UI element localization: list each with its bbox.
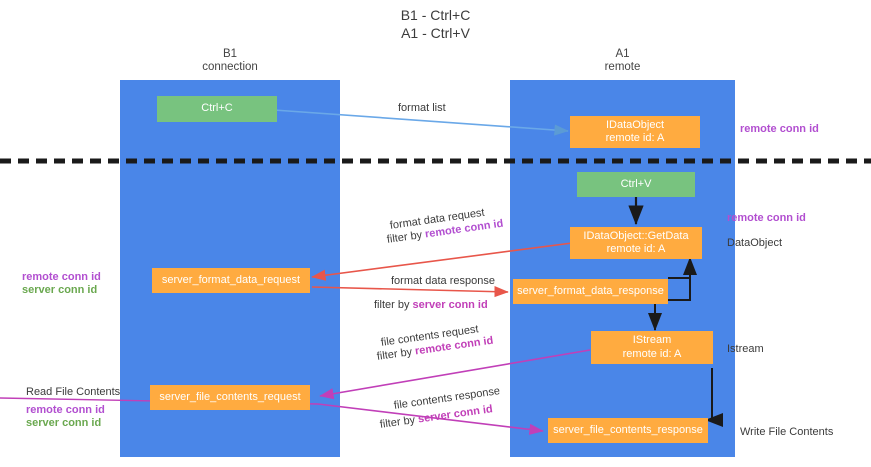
column-header-b1: B1 connection — [202, 48, 258, 73]
annotation-left-remote-conn-id-mid: remote conn id — [22, 271, 101, 283]
annotation-istream: Istream — [727, 343, 764, 355]
server-conn-id-1: server conn id — [412, 299, 488, 311]
edge-label-format-data-response: format data response — [391, 275, 495, 287]
node-ctrl-v[interactable]: Ctrl+V — [577, 172, 695, 197]
node-server-file-contents-request[interactable]: server_file_contents_request — [150, 385, 310, 410]
annotation-remote-conn-id-top: remote conn id — [740, 123, 819, 135]
node-server-format-data-request[interactable]: server_format_data_request — [152, 268, 310, 293]
annotation-left-remote-conn-id-bottom: remote conn id — [26, 404, 105, 416]
node-server-file-contents-response[interactable]: server_file_contents_response — [548, 418, 708, 443]
node-idataobject-line2: remote id: A — [605, 132, 665, 144]
annotation-dataobject: DataObject — [727, 237, 783, 249]
annotation-left-server-conn-id-bottom: server conn id — [26, 417, 102, 429]
node-server-format-data-request-label: server_format_data_request — [161, 273, 301, 286]
node-server-format-data-response[interactable]: server_format_data_response — [513, 279, 668, 304]
node-server-file-contents-request-label: server_file_contents_request — [159, 390, 301, 403]
edge-label-format-list: format list — [398, 102, 446, 114]
page-title: B1 - Ctrl+C A1 - Ctrl+V — [400, 7, 471, 41]
annotation-remote-conn-id-mid: remote conn id — [727, 212, 806, 224]
annotation-write-file-contents: Write File Contents — [740, 426, 834, 438]
node-ctrl-c[interactable]: Ctrl+C — [157, 96, 277, 122]
node-istream-line1: IStream — [632, 334, 672, 346]
column-header-a1: A1 remote — [604, 48, 641, 73]
node-idataobject-getdata[interactable]: IDataObject::GetData remote id: A — [570, 227, 702, 259]
node-istream[interactable]: IStream remote id: A — [591, 331, 713, 364]
node-getdata-line1: IDataObject::GetData — [583, 229, 689, 242]
node-server-format-data-response-label: server_format_data_response — [517, 284, 664, 297]
node-getdata-line2: remote id: A — [606, 243, 666, 255]
node-idataobject[interactable]: IDataObject remote id: A — [570, 116, 700, 148]
filter-by-text-3: filter by — [376, 345, 416, 363]
node-istream-line2: remote id: A — [622, 347, 682, 360]
annotation-read-file-contents: Read File Contents — [26, 386, 121, 398]
node-server-file-contents-response-label: server_file_contents_response — [553, 423, 703, 436]
filter-by-text-1: filter by — [386, 228, 426, 246]
filter-by-text-2: filter by — [374, 299, 413, 311]
node-ctrl-c-label: Ctrl+C — [201, 102, 233, 115]
edge-label-format-data-response-filter: filter by server conn id — [374, 298, 488, 312]
annotation-left-server-conn-id-mid: server conn id — [22, 284, 98, 296]
node-idataobject-line1: IDataObject — [605, 118, 665, 131]
node-ctrl-v-label: Ctrl+V — [620, 177, 652, 190]
filter-by-text-4: filter by — [379, 413, 419, 431]
